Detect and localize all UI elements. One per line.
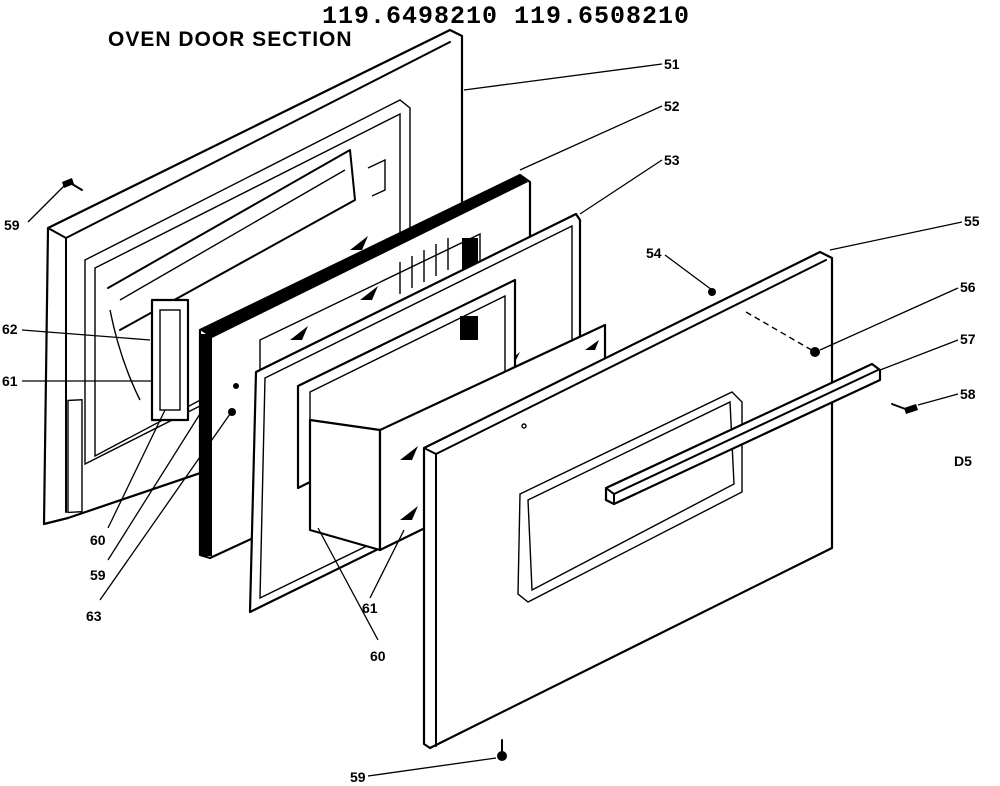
callout-55: 55 xyxy=(964,213,980,229)
callout-60: 60 xyxy=(90,532,106,548)
callout-53: 53 xyxy=(664,152,680,168)
callout-58: 58 xyxy=(960,386,976,402)
callout-61: 61 xyxy=(2,373,18,389)
callout-59: 59 xyxy=(90,567,106,583)
screw-58 xyxy=(891,403,918,414)
callout-51: 51 xyxy=(664,56,680,72)
callout-62: 62 xyxy=(2,321,18,337)
screw-59-bottom xyxy=(497,739,507,761)
callout-labels: 51 52 53 54 55 56 57 58 59 59 59 60 60 6… xyxy=(2,56,980,785)
callout-57: 57 xyxy=(960,331,976,347)
part-57-door-handle xyxy=(604,362,882,506)
model-numbers: 119.6498210 119.6508210 xyxy=(322,2,691,31)
clip-56 xyxy=(810,347,820,357)
callout-59: 59 xyxy=(350,769,366,785)
screw-54 xyxy=(708,288,716,296)
callout-52: 52 xyxy=(664,98,680,114)
callout-59: 59 xyxy=(4,217,20,233)
part-55-outer-door-panel xyxy=(422,250,834,750)
section-title: OVEN DOOR SECTION xyxy=(108,28,353,51)
callout-54: 54 xyxy=(646,245,662,261)
page-code: D5 xyxy=(954,453,972,469)
callout-56: 56 xyxy=(960,279,976,295)
leader-lines xyxy=(21,63,963,777)
callout-63: 63 xyxy=(86,608,102,624)
callout-60: 60 xyxy=(370,648,386,664)
screw-59-top xyxy=(62,178,83,191)
callout-61: 61 xyxy=(362,600,378,616)
